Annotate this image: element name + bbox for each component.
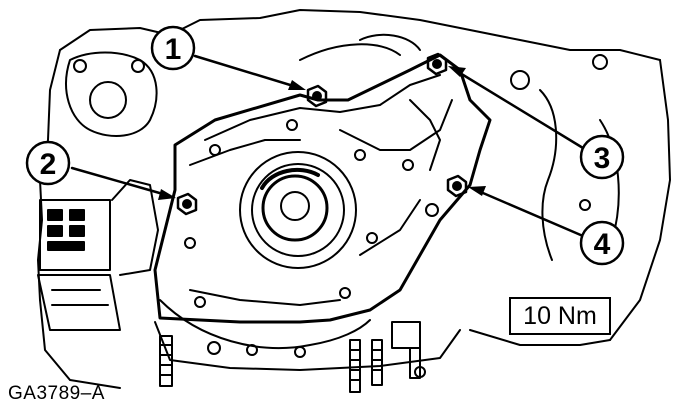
oil-pan-studs <box>154 321 461 393</box>
leader-lines <box>70 54 585 238</box>
torque-spec-label: 10 Nm <box>523 301 597 330</box>
engine-block-outline <box>37 9 671 389</box>
bolt-1 <box>306 84 328 108</box>
callout-4-label: 4 <box>594 228 611 261</box>
oil-pump-details <box>159 74 453 349</box>
callout-circles <box>25 25 625 266</box>
leader-arrowheads <box>158 66 486 200</box>
crankshaft-seal-hub <box>239 151 357 269</box>
bolt-4 <box>446 174 468 198</box>
bolt-2 <box>176 192 198 216</box>
figure-id-label: GA3789–A <box>8 383 105 404</box>
callout-2-label: 2 <box>40 148 57 181</box>
callout-3-label: 3 <box>594 142 611 175</box>
bolt-3 <box>426 52 448 76</box>
oil-pump-body <box>153 53 492 324</box>
callout-1-label: 1 <box>165 33 182 66</box>
torque-spec-box: 10 Nm <box>509 297 611 335</box>
left-side-component <box>37 179 159 331</box>
